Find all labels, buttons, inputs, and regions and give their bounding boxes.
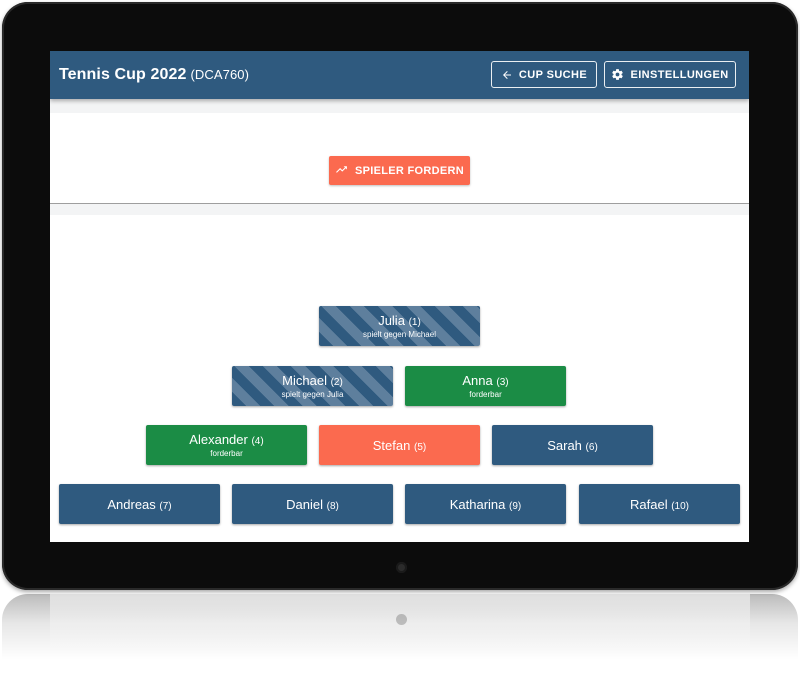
player-name: Katharina bbox=[449, 496, 506, 512]
ranking-pyramid: Julia (1) spielt gegen Michael Michael (… bbox=[50, 215, 749, 542]
player-tile-andreas[interactable]: Andreas (7) bbox=[59, 484, 220, 524]
player-name-line: Alexander (4) bbox=[189, 432, 263, 447]
player-tile-rafael[interactable]: Rafael (10) bbox=[579, 484, 740, 524]
gear-icon bbox=[611, 68, 624, 81]
player-rank: (4) bbox=[251, 436, 264, 447]
player-name: Andreas bbox=[107, 496, 156, 512]
player-name: Anna bbox=[462, 373, 493, 388]
player-name-line: Daniel (8) bbox=[286, 497, 339, 512]
player-tile-alexander[interactable]: Alexander (4) forderbar bbox=[146, 425, 307, 465]
player-rank: (6) bbox=[585, 441, 598, 453]
player-name: Alexander bbox=[189, 432, 248, 447]
tablet-reflection bbox=[2, 594, 798, 676]
player-status: forderbar bbox=[469, 390, 502, 399]
reflection-home-button bbox=[396, 614, 407, 625]
player-rank: (8) bbox=[326, 500, 339, 512]
player-name-line: Michael (2) bbox=[282, 373, 343, 388]
player-name-line: Andreas (7) bbox=[107, 497, 171, 512]
trending-up-icon bbox=[335, 163, 348, 179]
player-name: Sarah bbox=[547, 437, 582, 453]
reflection-screen bbox=[50, 594, 750, 654]
player-name: Rafael bbox=[630, 496, 668, 512]
player-tile-michael[interactable]: Michael (2) spielt gegen Julia bbox=[232, 366, 393, 406]
player-tile-anna[interactable]: Anna (3) forderbar bbox=[405, 366, 566, 406]
challenge-card: SPIELER FORDERN bbox=[50, 113, 749, 204]
player-status: spielt gegen Michael bbox=[363, 330, 436, 339]
settings-button[interactable]: EINSTELLUNGEN bbox=[604, 61, 736, 88]
player-name: Michael bbox=[282, 373, 327, 388]
cup-code: (DCA760) bbox=[190, 67, 250, 82]
player-name-line: Anna (3) bbox=[462, 373, 508, 388]
home-button[interactable] bbox=[396, 562, 407, 573]
player-rank: (10) bbox=[671, 500, 689, 512]
player-rank: (5) bbox=[413, 441, 427, 453]
cup-search-label: CUP SUCHE bbox=[518, 68, 588, 81]
player-rank: (7) bbox=[159, 500, 172, 512]
arrow-left-icon bbox=[501, 69, 513, 81]
cup-title: Tennis Cup 2022 bbox=[59, 66, 187, 83]
challenge-player-label: SPIELER FORDERN bbox=[354, 164, 464, 177]
player-name-line: Stefan (5) bbox=[373, 438, 426, 453]
player-tile-julia[interactable]: Julia (1) spielt gegen Michael bbox=[319, 306, 480, 346]
player-status: forderbar bbox=[210, 449, 243, 458]
player-name: Daniel bbox=[286, 496, 323, 512]
player-name: Julia bbox=[378, 313, 405, 328]
settings-label: EINSTELLUNGEN bbox=[630, 68, 729, 81]
player-name-line: Sarah (6) bbox=[547, 438, 598, 453]
player-rank: (1) bbox=[408, 317, 421, 328]
player-name-line: Katharina (9) bbox=[450, 497, 522, 512]
player-name: Stefan bbox=[372, 437, 411, 453]
cup-search-button[interactable]: CUP SUCHE bbox=[491, 61, 597, 88]
player-tile-daniel[interactable]: Daniel (8) bbox=[232, 484, 393, 524]
player-rank: (3) bbox=[496, 377, 509, 388]
app-screen: Tennis Cup 2022(DCA760) CUP SUCHE EINSTE… bbox=[50, 51, 749, 542]
player-rank: (2) bbox=[330, 377, 343, 388]
player-tile-sarah[interactable]: Sarah (6) bbox=[492, 425, 653, 465]
player-tile-stefan[interactable]: Stefan (5) bbox=[319, 425, 480, 465]
player-status: spielt gegen Julia bbox=[281, 390, 344, 399]
player-rank: (9) bbox=[509, 500, 522, 512]
player-tile-katharina[interactable]: Katharina (9) bbox=[405, 484, 566, 524]
player-name-line: Julia (1) bbox=[378, 313, 421, 328]
player-name-line: Rafael (10) bbox=[630, 497, 689, 512]
page-title: Tennis Cup 2022(DCA760) bbox=[59, 66, 249, 84]
app-bar: Tennis Cup 2022(DCA760) CUP SUCHE EINSTE… bbox=[50, 51, 749, 99]
challenge-player-button[interactable]: SPIELER FORDERN bbox=[329, 156, 470, 185]
